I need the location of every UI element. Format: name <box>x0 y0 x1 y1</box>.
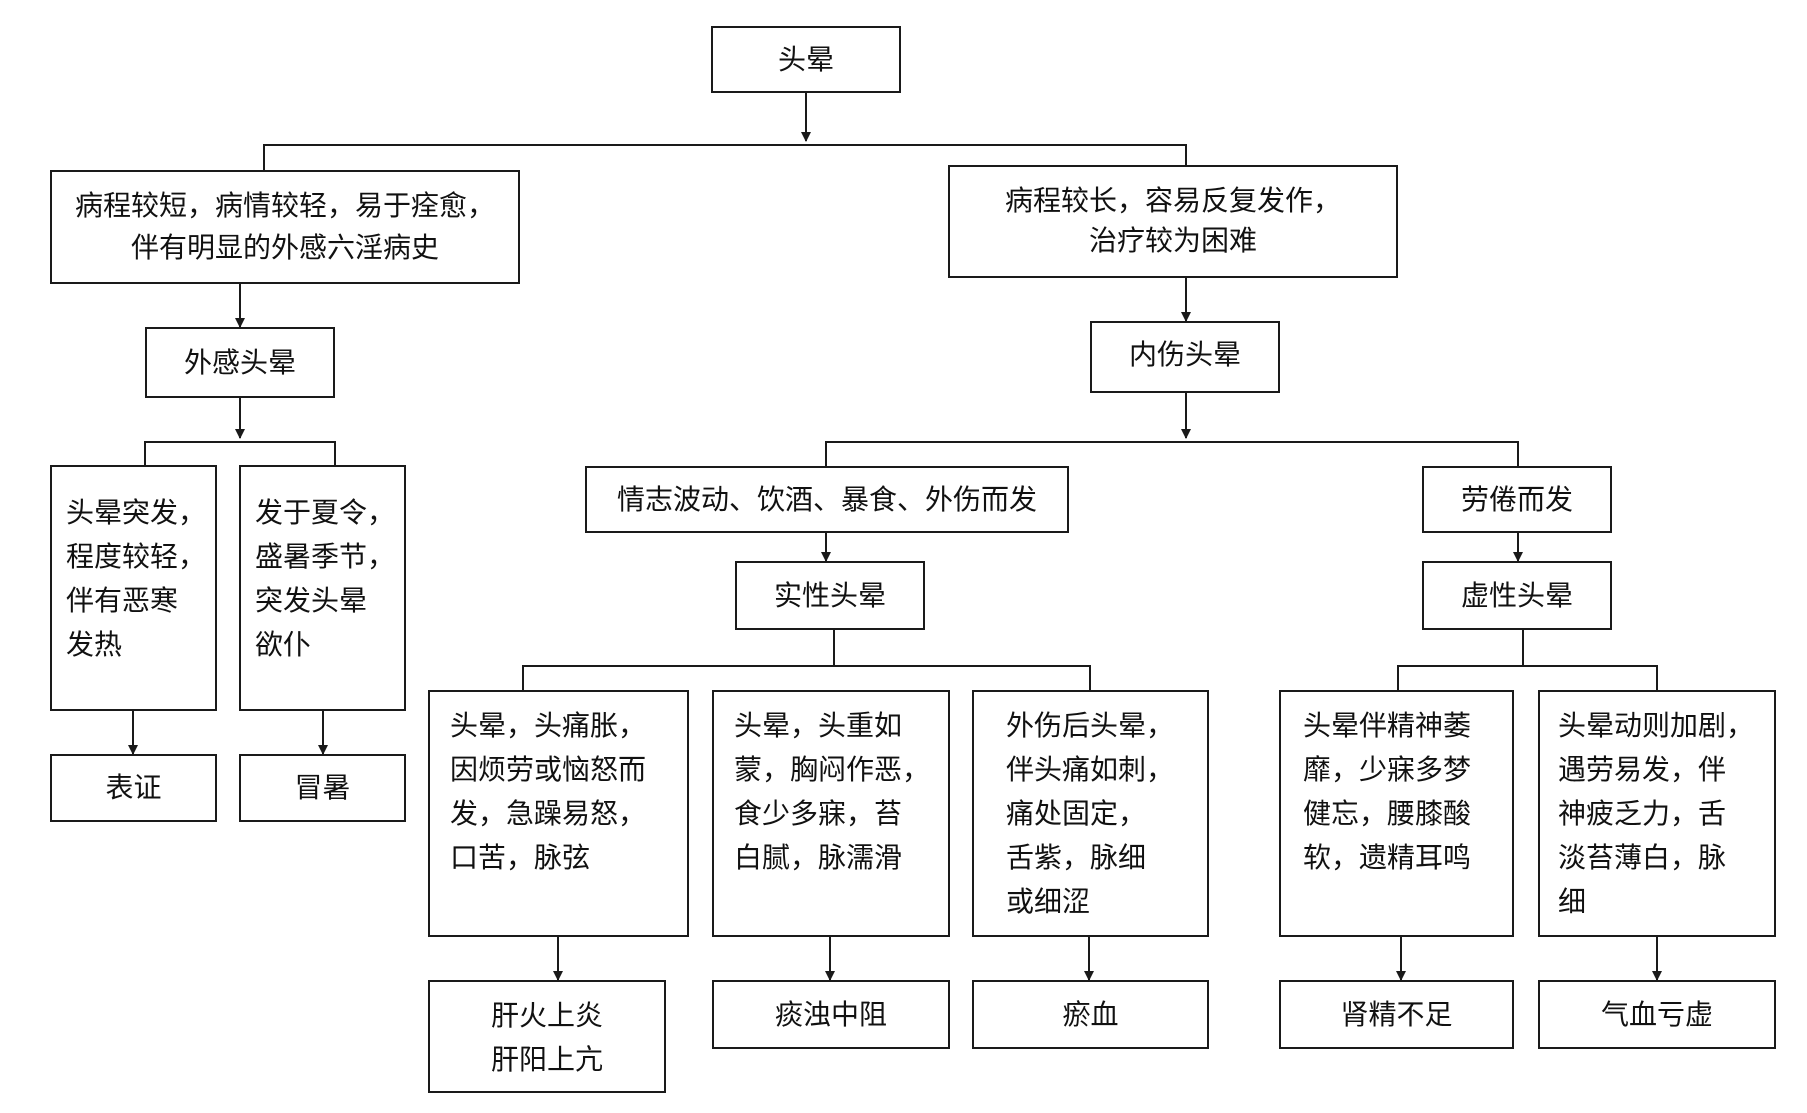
exogenous-criteria-line-2: 伴有明显的外感六淫病史 <box>130 231 439 264</box>
internal-criteria-line-1: 病程较长，容易反复发作， <box>1004 184 1341 217</box>
symptom-line: 靡，少寐多梦 <box>1303 753 1472 786</box>
symptom-line: 发于夏令， <box>255 496 396 529</box>
kidney-symptoms-node: 头晕伴精神萎 靡，少寐多梦 健忘，腰膝酸 软，遗精耳鸣 <box>1279 690 1514 937</box>
symptom-line: 健忘，腰膝酸 <box>1303 797 1472 830</box>
result-label: 气血亏虚 <box>1600 998 1713 1031</box>
deficiency-cause-label: 劳倦而发 <box>1460 483 1573 516</box>
symptom-line: 因烦劳或恼怒而 <box>450 753 647 786</box>
stasis-syndrome-node: 瘀血 <box>972 980 1209 1049</box>
symptom-line: 伴头痛如刺， <box>1006 753 1175 786</box>
connector-internal-split <box>825 441 1519 466</box>
internal-dizziness-label: 内伤头晕 <box>1128 338 1241 371</box>
symptom-line: 突发头晕 <box>255 584 368 617</box>
symptom-line: 头晕伴精神萎 <box>1303 709 1472 742</box>
symptom-line: 或细涩 <box>1006 885 1091 918</box>
symptom-line: 神疲乏力，舌 <box>1558 797 1727 830</box>
excess-cause-node: 情志波动、饮酒、暴食、外伤而发 <box>585 466 1069 533</box>
deficiency-cause-node: 劳倦而发 <box>1422 466 1612 533</box>
symptom-line: 头晕动则加剧， <box>1558 709 1755 742</box>
connector-exogenous-split <box>144 441 336 465</box>
symptom-line: 淡苔薄白，脉 <box>1558 841 1727 874</box>
symptom-line: 细 <box>1558 885 1587 918</box>
symptom-line: 程度较轻， <box>66 540 207 573</box>
result-label: 肝火上炎 <box>490 999 603 1032</box>
symptom-line: 遇劳易发，伴 <box>1558 753 1727 786</box>
liver-symptoms-node: 头晕，头痛胀， 因烦劳或恼怒而 发，急躁易怒， 口苦，脉弦 <box>428 690 689 937</box>
symptom-line: 头晕，头重如 <box>734 709 903 742</box>
excess-dizziness-node: 实性头晕 <box>735 561 925 630</box>
qiblood-syndrome-node: 气血亏虚 <box>1538 980 1776 1049</box>
connector-excess-split <box>522 665 1091 690</box>
liver-syndrome-node: 肝火上炎 肝阳上亢 <box>428 980 666 1093</box>
root-label: 头晕 <box>777 43 834 76</box>
excess-dizziness-label: 实性头晕 <box>773 579 886 612</box>
root-node: 头晕 <box>711 26 901 93</box>
internal-criteria-line-2: 治疗较为困难 <box>1088 224 1257 257</box>
internal-dizziness-node: 内伤头晕 <box>1090 321 1280 393</box>
symptom-line: 食少多寐，苔 <box>734 797 903 830</box>
connector-root-split <box>263 144 1187 170</box>
result-label: 肝阳上亢 <box>490 1043 603 1076</box>
phlegm-syndrome-node: 痰浊中阻 <box>712 980 950 1049</box>
stasis-symptoms-node: 外伤后头晕， 伴头痛如刺， 痛处固定， 舌紫，脉细 或细涩 <box>972 690 1209 937</box>
symptom-line: 发，急躁易怒， <box>450 797 647 830</box>
symptom-line: 白腻，脉濡滑 <box>734 841 903 874</box>
exterior-symptoms-node: 头晕突发， 程度较轻， 伴有恶寒 发热 <box>50 465 217 711</box>
result-label: 痰浊中阻 <box>774 998 887 1031</box>
symptom-line: 蒙，胸闷作恶， <box>734 753 931 786</box>
symptom-line: 头晕，头痛胀， <box>450 709 647 742</box>
result-label: 瘀血 <box>1062 998 1119 1031</box>
qiblood-symptoms-node: 头晕动则加剧， 遇劳易发，伴 神疲乏力，舌 淡苔薄白，脉 细 <box>1538 690 1776 937</box>
exogenous-dizziness-label: 外感头晕 <box>183 346 296 379</box>
result-label: 肾精不足 <box>1340 998 1453 1031</box>
symptom-line: 发热 <box>66 628 123 661</box>
deficiency-dizziness-label: 虚性头晕 <box>1460 579 1573 612</box>
symptom-line: 外伤后头晕， <box>1006 709 1175 742</box>
internal-criteria-node: 病程较长，容易反复发作， 治疗较为困难 <box>948 165 1398 278</box>
exterior-syndrome-node: 表证 <box>50 754 217 822</box>
result-label: 表证 <box>105 771 162 804</box>
symptom-line: 头晕突发， <box>66 496 207 529</box>
phlegm-symptoms-node: 头晕，头重如 蒙，胸闷作恶， 食少多寐，苔 白腻，脉濡滑 <box>712 690 950 937</box>
excess-cause-label: 情志波动、饮酒、暴食、外伤而发 <box>616 483 1037 516</box>
symptom-line: 痛处固定， <box>1006 797 1147 830</box>
result-label: 冒暑 <box>294 771 351 804</box>
symptom-line: 欲仆 <box>255 628 312 661</box>
exogenous-criteria-node: 病程较短，病情较轻，易于痊愈， 伴有明显的外感六淫病史 <box>50 170 520 284</box>
symptom-line: 盛暑季节， <box>255 540 396 573</box>
deficiency-dizziness-node: 虚性头晕 <box>1422 561 1612 630</box>
symptom-line: 软，遗精耳鸣 <box>1303 841 1472 874</box>
connector-deficiency-split <box>1397 665 1658 690</box>
symptom-line: 伴有恶寒 <box>66 584 179 617</box>
exogenous-criteria-line-1: 病程较短，病情较轻，易于痊愈， <box>74 189 495 222</box>
exogenous-dizziness-node: 外感头晕 <box>145 327 335 398</box>
summerheat-symptoms-node: 发于夏令， 盛暑季节， 突发头晕 欲仆 <box>239 465 406 711</box>
symptom-line: 舌紫，脉细 <box>1006 841 1147 874</box>
summerheat-syndrome-node: 冒暑 <box>239 754 406 822</box>
symptom-line: 口苦，脉弦 <box>450 841 591 874</box>
kidney-syndrome-node: 肾精不足 <box>1279 980 1514 1049</box>
